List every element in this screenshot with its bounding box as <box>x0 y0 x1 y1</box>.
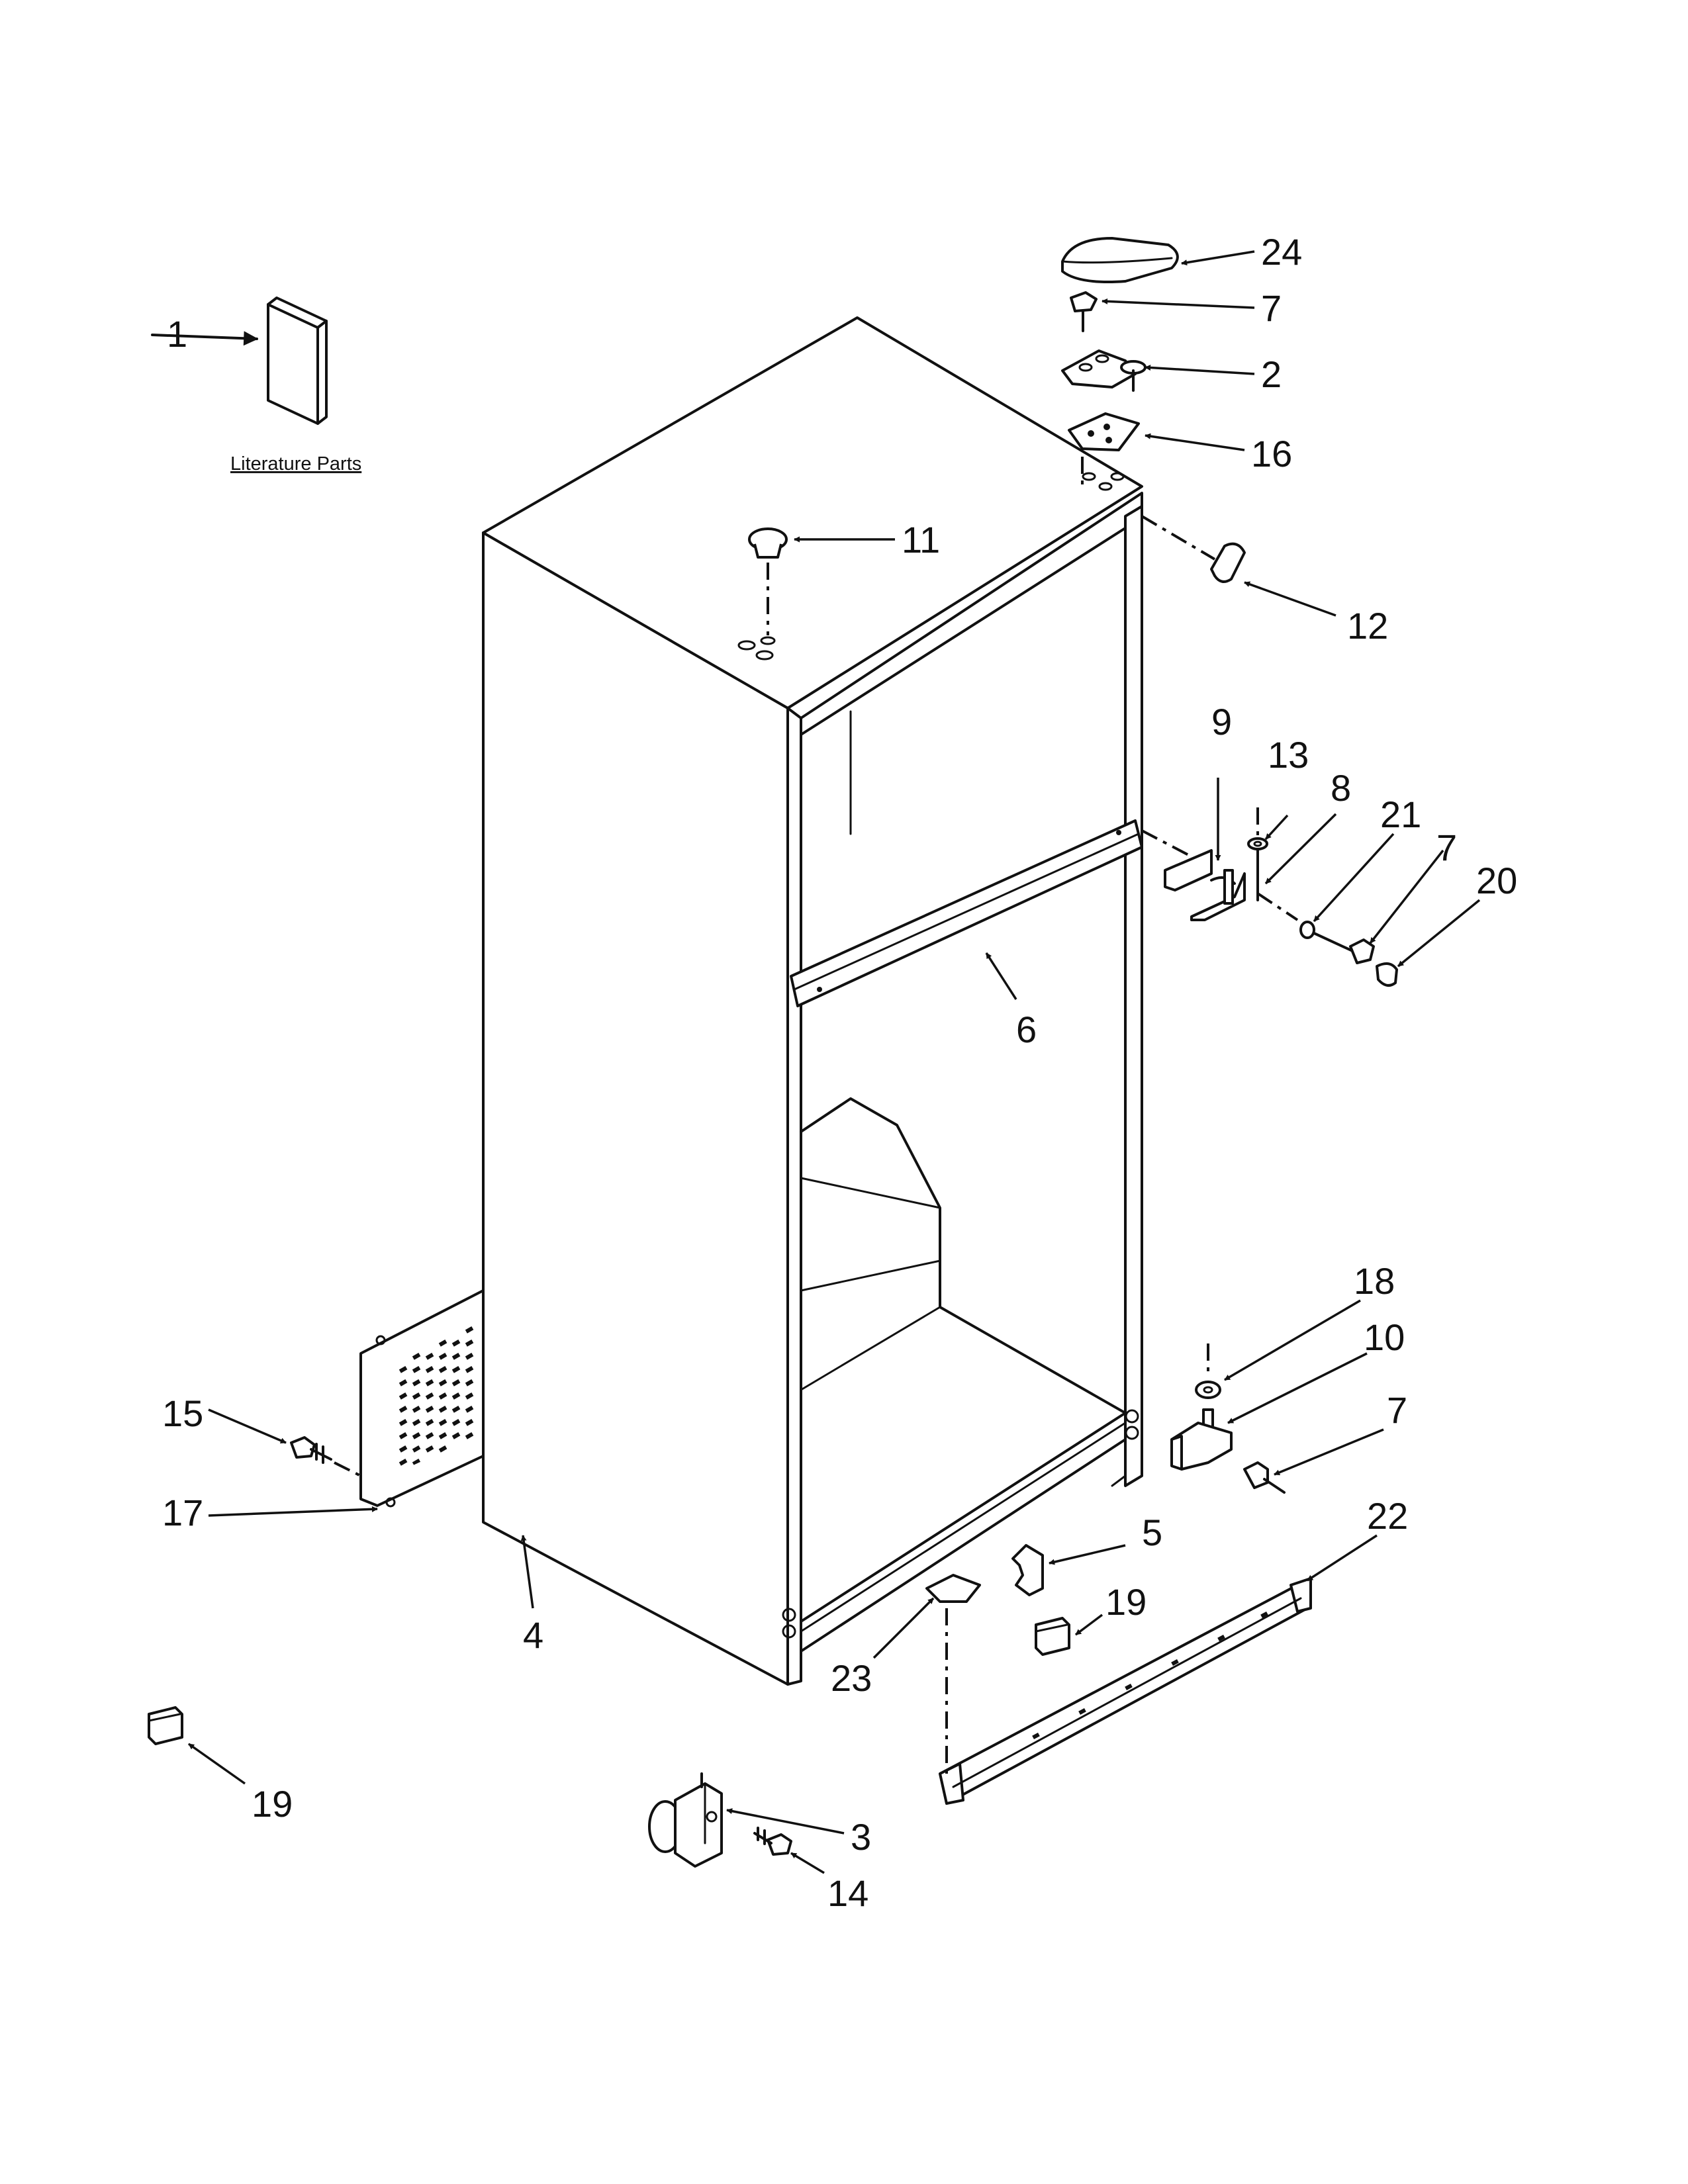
callout-22: 22 <box>1367 1495 1408 1537</box>
callout-8: 8 <box>1331 767 1351 809</box>
rear-roller-assembly <box>648 1772 723 1868</box>
condenser-shield <box>359 1289 485 1508</box>
callout-10: 10 <box>1364 1316 1405 1358</box>
callout-12: 12 <box>1347 605 1388 647</box>
hinge-shim <box>1068 412 1140 486</box>
toe-grille-slots <box>1032 1612 1268 1739</box>
callout-5: 5 <box>1142 1512 1162 1553</box>
toe-grille <box>939 1577 1312 1805</box>
callout-13: 13 <box>1268 734 1309 776</box>
callout-19-right: 19 <box>1105 1581 1147 1623</box>
hinge-pin-clip <box>1141 515 1246 583</box>
callout-7-bottom: 7 <box>1387 1389 1407 1431</box>
callout-16: 16 <box>1251 433 1292 475</box>
hinge-cover <box>1061 237 1179 283</box>
grille-clip <box>1011 1544 1044 1596</box>
callout-9: 9 <box>1211 701 1232 743</box>
callout-15: 15 <box>162 1392 203 1434</box>
callout-7-center: 7 <box>1436 827 1457 868</box>
shield-screw <box>290 1436 361 1477</box>
top-hinge <box>1061 349 1147 392</box>
literature-booklet <box>151 296 328 425</box>
callout-17: 17 <box>162 1492 203 1533</box>
callout-2: 2 <box>1261 353 1282 395</box>
literature-parts-label: Literature Parts <box>230 453 361 475</box>
callout-21: 21 <box>1380 794 1421 835</box>
callout-6: 6 <box>1016 1009 1037 1050</box>
bottom-hinge-assembly <box>1170 1343 1286 1494</box>
center-hinge-assembly <box>1141 807 1398 987</box>
hinge-screw-top <box>1070 291 1098 332</box>
callout-24: 24 <box>1261 231 1302 273</box>
callout-1: 1 <box>167 313 187 355</box>
callout-3: 3 <box>851 1816 871 1858</box>
plug-button <box>748 527 788 635</box>
refrigerator-cabinet <box>482 316 1143 1686</box>
callout-14: 14 <box>827 1872 868 1914</box>
grille-mounting-clip-left <box>148 1706 183 1745</box>
callout-11: 11 <box>902 519 940 561</box>
roller-screw <box>753 1827 792 1856</box>
callout-numbers: 1 24 7 2 16 11 12 9 13 8 21 7 20 6 18 10… <box>162 231 1517 1914</box>
grille-mounting-clip-right <box>1035 1617 1070 1656</box>
callout-23: 23 <box>831 1657 872 1699</box>
callout-19-left: 19 <box>252 1783 293 1825</box>
callout-20: 20 <box>1476 860 1517 901</box>
callout-18: 18 <box>1354 1260 1395 1302</box>
leader-lines <box>187 250 1481 1874</box>
grille-bracket <box>925 1574 981 1774</box>
callout-4: 4 <box>523 1614 543 1656</box>
callout-7-top: 7 <box>1261 287 1282 329</box>
